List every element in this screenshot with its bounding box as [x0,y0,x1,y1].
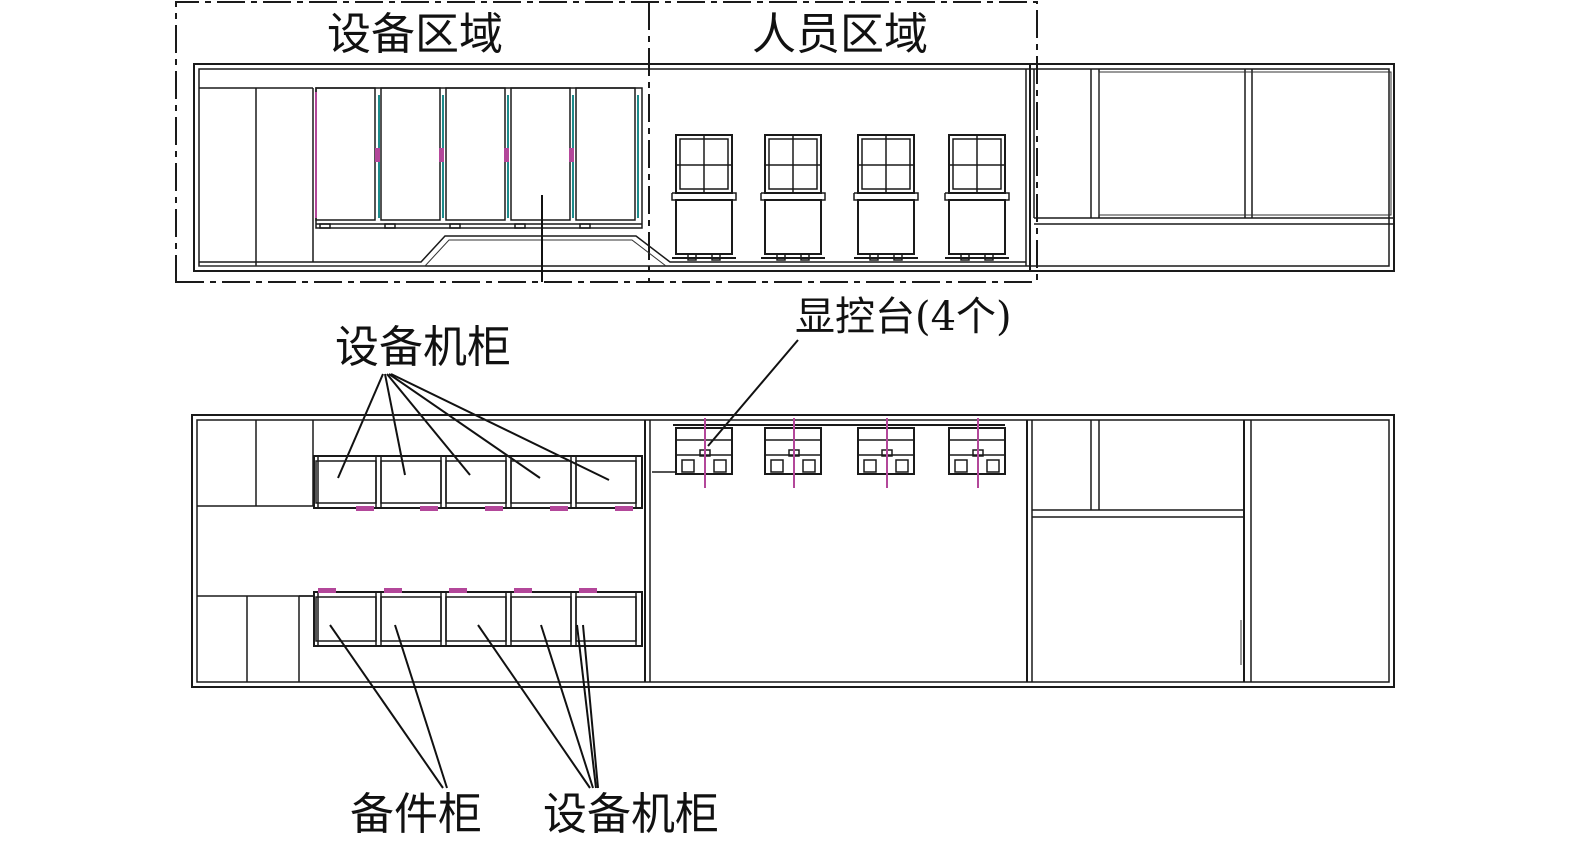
shelter-walls-side [193,63,1395,272]
consoles-plan [652,418,1006,488]
equipment-cabinets-plan [313,455,643,511]
equipment-cabinets-callout-bottom: 设备机柜 [543,789,719,840]
shelter-walls-plan [191,414,1395,688]
plan-view [191,414,1395,688]
equipment-cabinets-leader-lines-bottom [477,624,599,789]
spare-cabinets-leader-lines [329,624,448,789]
side-elevation-view: 设备区域 人员区域 [175,1,1395,283]
console-side-3 [853,134,919,261]
personnel-zone-label: 人员区域 [752,9,928,60]
console-plan-1 [675,418,733,488]
console-side-2 [760,134,826,261]
equipment-cabinets-leader-lines-top [337,373,610,481]
console-plan-2 [764,418,822,488]
consoles-callout-label: 显控台(4个) [795,294,1012,340]
console-side-1 [671,134,737,261]
consoles-leader-line [707,339,799,447]
lower-cabinets-plan [313,588,643,647]
console-side-4 [944,134,1010,261]
equipment-zone-label: 设备区域 [327,9,503,60]
equipment-cabinets-callout-top: 设备机柜 [335,322,511,373]
console-plan-3 [857,418,915,488]
zone-boundary [175,1,1038,283]
console-plan-4 [948,418,1006,488]
consoles-side [671,134,1010,261]
equipment-cabinets-side [315,87,643,282]
spare-cabinets-callout-label: 备件柜 [350,789,482,840]
